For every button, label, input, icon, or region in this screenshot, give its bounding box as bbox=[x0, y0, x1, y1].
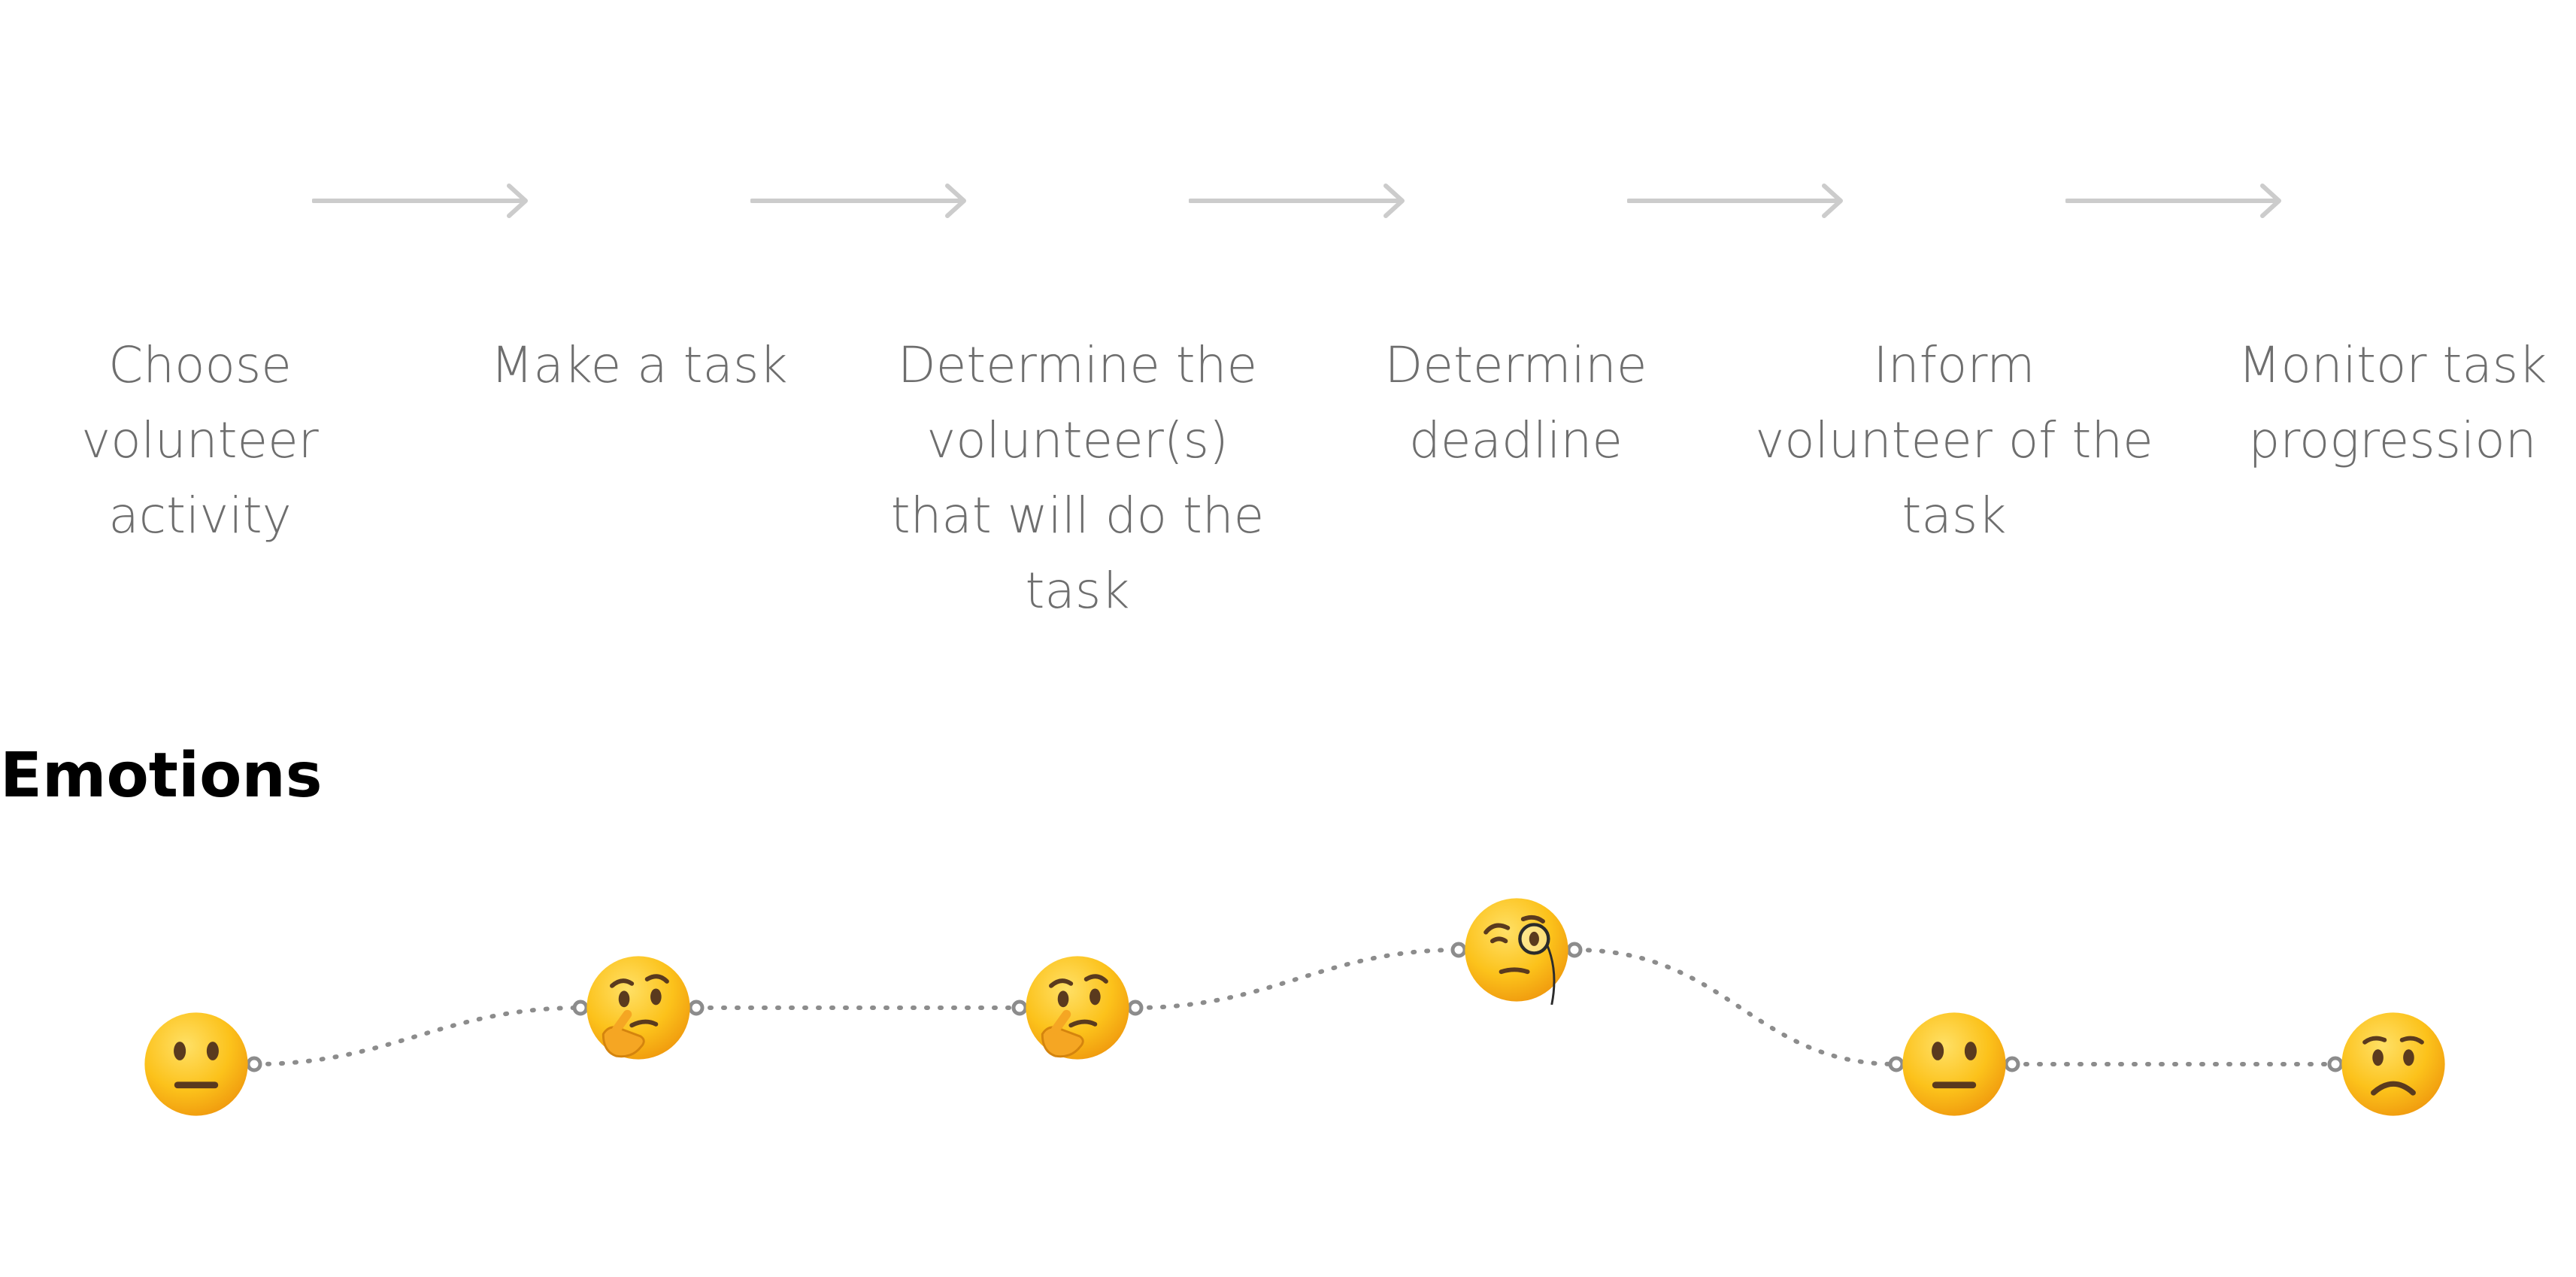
step-label-line: progression bbox=[2248, 411, 2537, 469]
connector-node bbox=[1127, 999, 1144, 1016]
connector-node bbox=[1450, 942, 1467, 958]
emotion-connector bbox=[1572, 948, 1899, 1066]
flow-arrow bbox=[750, 184, 966, 218]
step-label-line: Make a task bbox=[490, 336, 788, 394]
connector-node bbox=[1011, 999, 1028, 1016]
user-plus-icon bbox=[1050, 171, 1105, 223]
worried-face-emoji bbox=[2341, 1012, 2445, 1116]
flow-arrow bbox=[2065, 184, 2281, 218]
connector-node bbox=[688, 999, 705, 1016]
message-square-icon bbox=[1929, 171, 1980, 223]
clock-icon bbox=[1488, 169, 1544, 225]
step-label-line: Inform bbox=[1873, 336, 2035, 394]
thinking-face-emoji bbox=[586, 956, 690, 1060]
step-label: Monitor task progression bbox=[2182, 328, 2576, 478]
emotion-connector bbox=[252, 1006, 583, 1066]
eye-icon bbox=[2362, 174, 2423, 220]
step-icon-make-task bbox=[571, 129, 707, 265]
connector-node bbox=[2327, 1056, 2344, 1072]
emotion-connector bbox=[1133, 948, 1461, 1010]
clipboard-list-icon bbox=[617, 169, 662, 225]
step-label-line: task bbox=[1025, 562, 1130, 620]
step-label-line: that will do the bbox=[890, 487, 1265, 544]
step-icon-inform-volunteer bbox=[1887, 129, 2022, 265]
step-label: Make a task bbox=[429, 328, 850, 403]
step-icon-choose-activity bbox=[132, 129, 268, 265]
step-label-line: volunteer bbox=[81, 411, 319, 469]
connector-node bbox=[1566, 942, 1583, 958]
emotions-title: Emotions bbox=[0, 740, 323, 811]
step-label-line: Determine the bbox=[897, 336, 1258, 394]
connector-node bbox=[1888, 1056, 1905, 1072]
step-label: Inform volunteer of the task bbox=[1744, 328, 2165, 554]
step-label-line: Choose bbox=[108, 336, 292, 394]
flow-arrow bbox=[1189, 184, 1405, 218]
neutral-face-emoji bbox=[1902, 1012, 2006, 1116]
step-label-line: task bbox=[1902, 487, 2007, 544]
neutral-face-emoji bbox=[144, 1012, 248, 1116]
step-label-line: volunteer(s) bbox=[926, 411, 1229, 469]
step-label-line: activity bbox=[108, 487, 292, 544]
step-icon-monitor-progress bbox=[2325, 129, 2460, 265]
thinking-face-emoji bbox=[1026, 956, 1129, 1060]
step-label-line: Determine bbox=[1384, 336, 1647, 394]
step-label-line: volunteer of the bbox=[1755, 411, 2153, 469]
connector-node bbox=[246, 1056, 262, 1072]
step-label: Determine the volunteer(s) that will do … bbox=[867, 328, 1288, 629]
flow-arrow bbox=[312, 184, 528, 218]
step-label: Determine deadline bbox=[1305, 328, 1726, 478]
step-icon-determine-volunteers bbox=[1010, 129, 1145, 265]
connector-node bbox=[572, 999, 589, 1016]
face-with-monocle-emoji bbox=[1465, 898, 1568, 1005]
step-label-line: Monitor task bbox=[2238, 336, 2547, 394]
step-icon-determine-deadline bbox=[1448, 129, 1583, 265]
connector-node bbox=[2004, 1056, 2020, 1072]
step-label-line: deadline bbox=[1409, 411, 1623, 469]
step-label: Choose volunteer activity bbox=[0, 328, 411, 554]
flow-arrow bbox=[1627, 184, 1843, 218]
cursor-click-icon bbox=[173, 170, 226, 223]
